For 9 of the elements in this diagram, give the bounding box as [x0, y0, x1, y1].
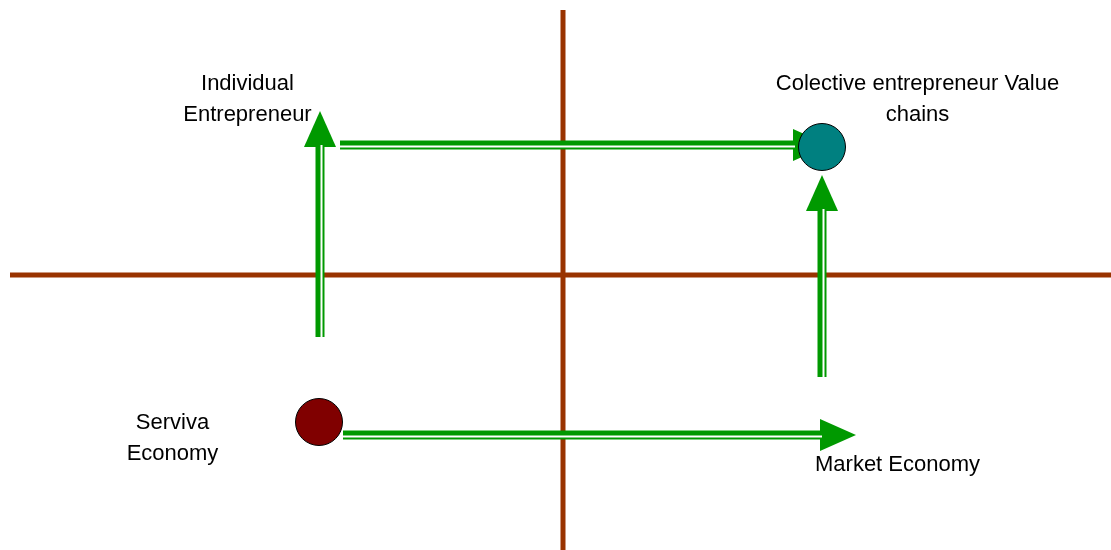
arrow	[806, 175, 838, 377]
quadrant-label: Market Economy	[815, 448, 1025, 479]
arrow	[343, 419, 856, 451]
arrow	[304, 111, 336, 337]
circle-marker	[295, 398, 343, 446]
quadrant-label: Serviva Economy	[100, 405, 245, 469]
quadrant-label: Colective entrepreneur Value chains	[770, 67, 1065, 129]
quadrant-label: Individual Entrepreneur	[155, 67, 340, 129]
circle-marker	[798, 123, 846, 171]
